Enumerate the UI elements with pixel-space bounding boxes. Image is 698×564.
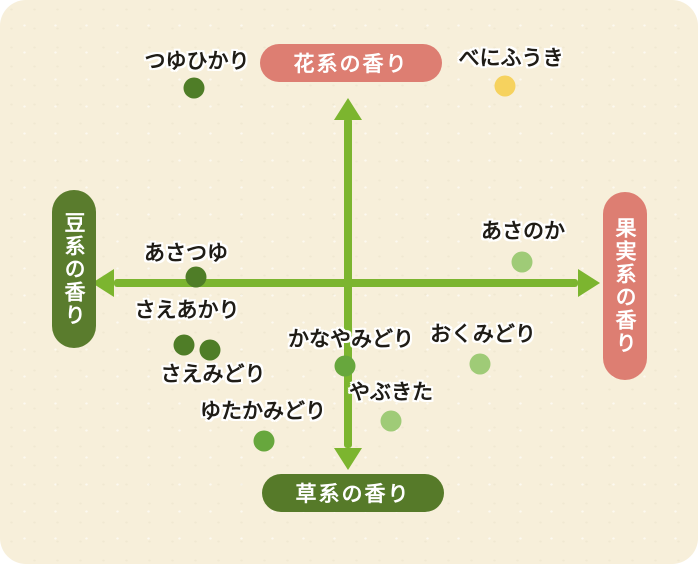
axis-arrowhead-up-icon	[334, 98, 362, 120]
point-dot	[173, 334, 195, 356]
point-label: ゆたかみどり	[200, 399, 326, 423]
point-dot	[469, 353, 491, 375]
point-dot	[494, 75, 516, 97]
point-label: つゆひかり	[144, 49, 250, 73]
point-dot	[334, 355, 356, 377]
horizontal-axis-line	[114, 279, 578, 287]
point-label: かなやみどり	[288, 327, 414, 351]
axis-label-fruity-right: 果実系の香り	[603, 192, 647, 380]
point-label: さえあかり	[134, 298, 240, 322]
axis-label-floral-top: 花系の香り	[260, 44, 442, 82]
point-dot	[185, 266, 207, 288]
point-label: べにふうき	[458, 46, 564, 70]
point-label: やぶきた	[349, 380, 433, 404]
point-label: あさのか	[481, 219, 565, 243]
point-dot	[199, 339, 221, 361]
point-label: あさつゆ	[144, 241, 228, 265]
axis-arrowhead-down-icon	[334, 448, 362, 470]
point-dot	[183, 77, 205, 99]
axis-arrowhead-right-icon	[578, 269, 600, 297]
axis-arrowhead-left-icon	[92, 269, 114, 297]
point-dot	[511, 251, 533, 273]
point-dot	[380, 410, 402, 432]
axis-label-grassy-bottom: 草系の香り	[262, 474, 444, 512]
point-label: おくみどり	[430, 322, 536, 346]
axis-label-bean-left: 豆系の香り	[52, 190, 96, 348]
point-label: さえみどり	[160, 362, 266, 386]
point-dot	[253, 430, 275, 452]
